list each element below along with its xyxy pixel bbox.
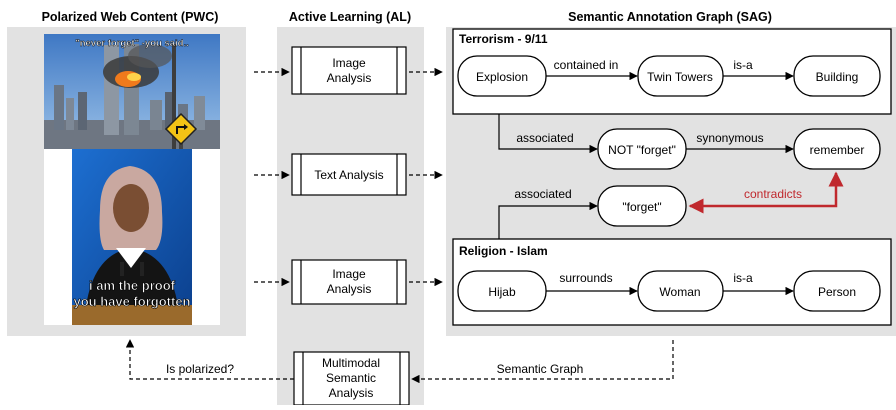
node-hijab-label: Hijab [488,285,516,299]
arrow-multimodal-to-pwc [125,339,294,380]
node-person-label: Person [818,285,856,299]
edge-terrorism-not-forget [498,114,598,154]
group-terrorism-title: Terrorism - 9/11 [459,32,548,46]
al-box-text-analysis: Text Analysis [291,153,407,196]
meme-bottom-caption-1: i am the proof [89,278,176,293]
edge-religion-forget [498,201,598,239]
al-box-image-analysis-1-line2: Analysis [327,71,372,85]
al-box-multimodal-line1: Multimodal [322,356,380,370]
al-header: Active Learning (AL) [289,10,411,24]
edge-label-contradicts: contradicts [744,187,802,201]
node-hijab: Hijab [457,270,547,312]
edge-label-surrounds: surrounds [559,271,612,285]
al-box-multimodal-line3: Analysis [329,386,374,400]
dashed-flow-arrows [125,67,674,384]
al-box-multimodal-line2: Semantic [326,371,376,385]
node-not-forget-label: NOT "forget" [608,143,676,157]
node-explosion: Explosion [457,55,547,97]
node-explosion-label: Explosion [476,70,528,84]
node-remember: remember [793,128,881,170]
al-box-image-analysis-2-line1: Image [332,267,366,281]
sag-header: Semantic Annotation Graph (SAG) [568,10,772,24]
node-forget-label: "forget" [622,200,661,214]
edge-label-is-a-1: is-a [733,58,753,72]
edge-label-synonymous: synonymous [696,131,763,145]
node-woman: Woman [637,270,724,312]
pwc-header: Polarized Web Content (PWC) [42,10,219,24]
node-not-forget: NOT "forget" [597,128,687,170]
al-box-image-analysis-2: Image Analysis [291,259,407,305]
label-semantic-graph: Semantic Graph [497,362,584,376]
node-building: Building [793,55,881,97]
al-box-image-analysis-1: Image Analysis [291,46,407,95]
al-box-image-analysis-1-line1: Image [332,56,366,70]
edge-contradicts [688,171,844,214]
node-woman-label: Woman [659,285,700,299]
edge-label-associated-1: associated [516,131,573,145]
node-building-label: Building [816,70,859,84]
meme-image-hijab: i am the proof you have forgotten [44,149,220,325]
al-box-multimodal: Multimodal Semantic Analysis [293,351,410,406]
node-twin-towers: Twin Towers [637,55,724,97]
arrow-sag-to-multimodal [411,340,674,384]
node-twin-towers-label: Twin Towers [647,70,713,84]
edge-label-is-a-2: is-a [733,271,753,285]
meme-image-911: "never forget" -you said.. [44,34,220,149]
sag-edges [498,71,794,296]
edge-label-associated-2: associated [514,187,571,201]
al-box-image-analysis-2-line2: Analysis [327,282,372,296]
al-box-text-analysis-label: Text Analysis [314,168,383,182]
label-is-polarized: Is polarized? [166,362,234,376]
node-remember-label: remember [810,143,865,157]
meme-top-caption: "never forget" -you said.. [75,38,189,49]
node-forget: "forget" [597,185,687,227]
edge-label-contained-in: contained in [554,58,619,72]
group-religion-title: Religion - Islam [459,244,548,258]
node-person: Person [793,270,881,312]
meme-bottom-caption-2: you have forgotten [73,294,190,309]
